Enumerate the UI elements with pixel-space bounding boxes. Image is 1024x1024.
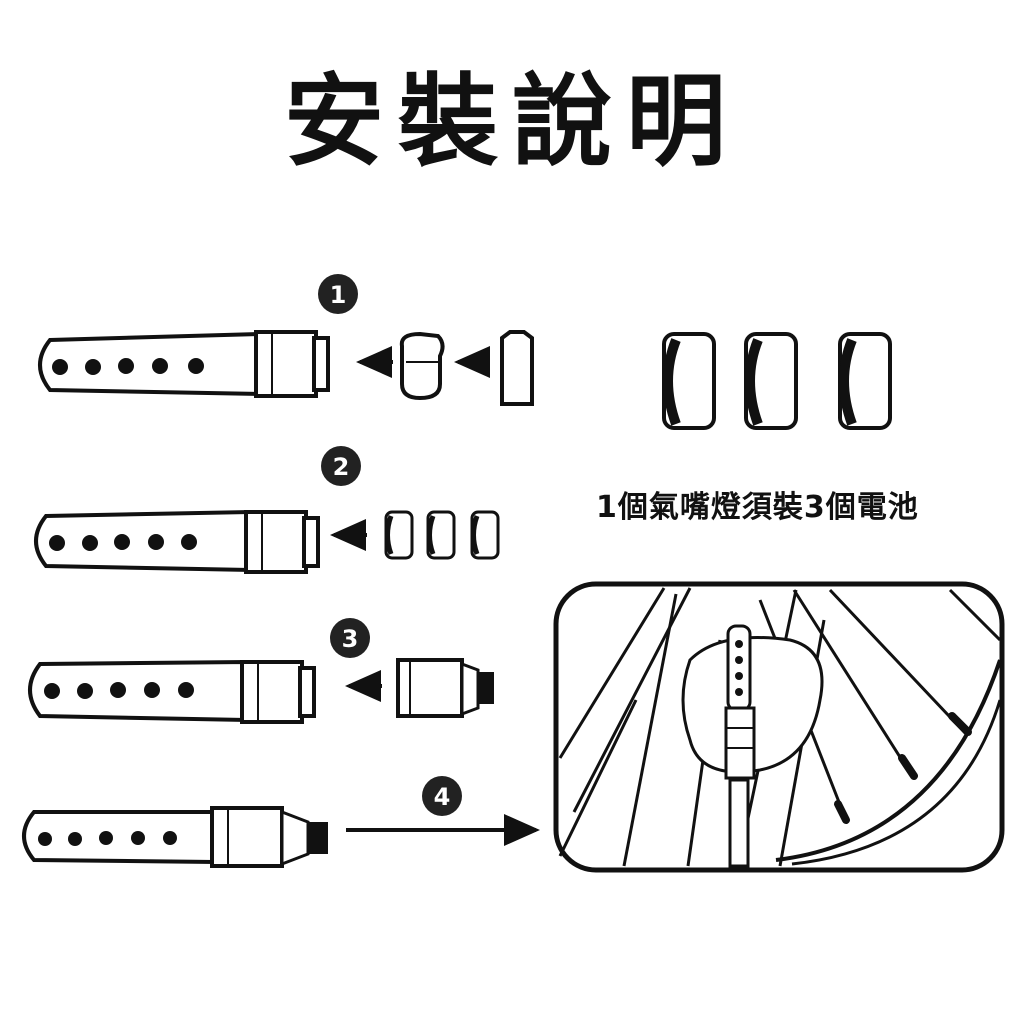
valve-light-body-icon <box>22 806 328 868</box>
step-3-number: 3 <box>342 625 359 653</box>
battery-cap-icon <box>500 330 534 406</box>
bicycle-wheel-icon <box>553 581 1005 873</box>
battery-icon <box>470 510 500 560</box>
step-3-badge <box>330 618 370 658</box>
step-2-badge <box>321 446 361 486</box>
step-1-badge <box>318 274 358 314</box>
step-2-number: 2 <box>333 453 350 481</box>
battery-note: 1個氣嘴燈須裝3個電池 <box>596 490 919 525</box>
step-3: 3 <box>28 618 494 724</box>
battery-cap-icon <box>396 658 494 718</box>
battery-icon <box>426 510 456 560</box>
valve-light-body-icon <box>34 509 320 574</box>
step-1: 1 <box>38 274 892 430</box>
step-4: 4 <box>22 581 1005 873</box>
page-title: 安裝說明 <box>284 63 740 180</box>
valve-light-body-icon <box>28 659 316 724</box>
battery-icon <box>838 332 892 430</box>
step-4-badge <box>422 776 462 816</box>
valve-light-body-icon <box>38 330 330 398</box>
battery-icon <box>662 332 716 430</box>
step-1-number: 1 <box>330 281 347 309</box>
step-4-number: 4 <box>434 783 451 811</box>
battery-cap-icon <box>399 331 445 401</box>
step-2: 2 <box>34 446 500 574</box>
hand-icon <box>681 636 824 774</box>
battery-icon <box>384 510 414 560</box>
battery-icon <box>744 332 798 430</box>
